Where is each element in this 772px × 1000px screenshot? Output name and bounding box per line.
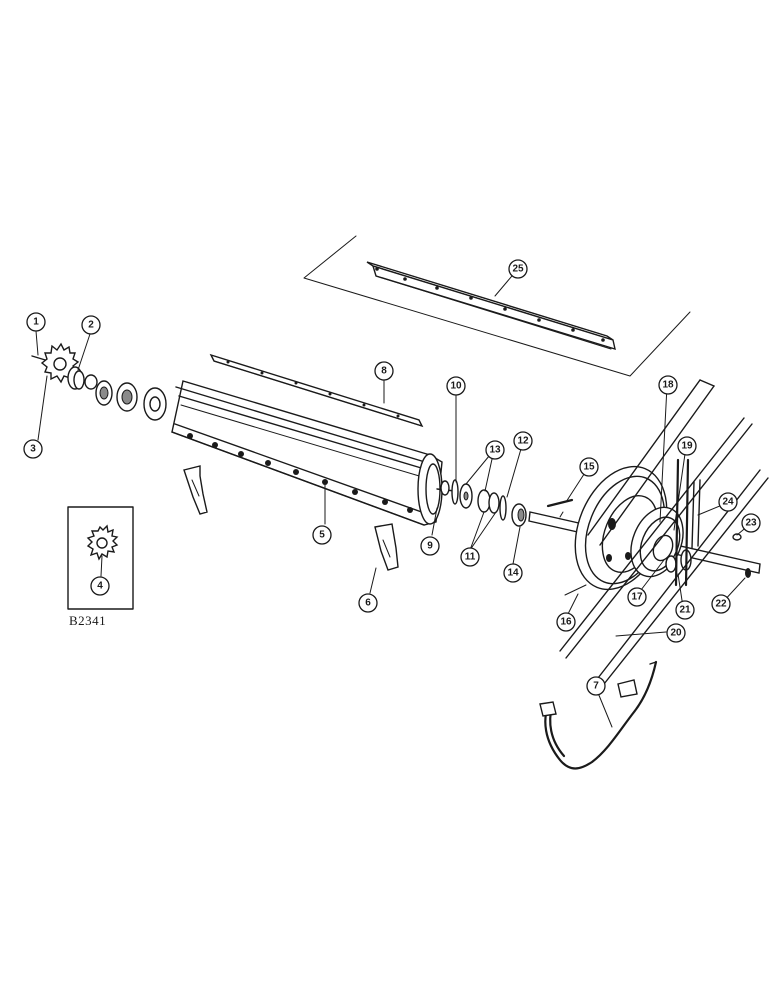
part-5-drum	[171, 380, 456, 526]
callout-14: 14	[503, 563, 523, 583]
callout-23: 23	[741, 513, 761, 533]
part-6-paddles	[183, 465, 399, 571]
callout-11: 11	[460, 547, 480, 567]
callout-label: 11	[465, 552, 476, 563]
callout-4: 4	[90, 576, 110, 596]
figure-code: B2341	[69, 613, 106, 628]
callout-label: 14	[507, 568, 519, 579]
callout-17: 17	[627, 587, 647, 607]
callout-25: 25	[508, 259, 528, 279]
callout-label: 1	[33, 317, 39, 328]
callout-label: 10	[450, 381, 462, 392]
callout-label: 9	[427, 541, 433, 552]
callout-label: 15	[583, 462, 595, 473]
callout-label: 7	[593, 681, 599, 692]
callout-16: 16	[556, 612, 576, 632]
callout-label: 18	[662, 380, 674, 391]
callout-label: 4	[97, 581, 103, 592]
callout-12: 12	[513, 431, 533, 451]
callout-label: 13	[489, 445, 501, 456]
callout-8: 8	[374, 361, 394, 381]
callout-3: 3	[23, 439, 43, 459]
center-bearings	[451, 479, 527, 527]
callout-18: 18	[658, 375, 678, 395]
callout-label: 22	[715, 599, 727, 610]
callout-label: 16	[560, 617, 572, 628]
callout-10: 10	[446, 376, 466, 396]
callout-label: 2	[88, 320, 94, 331]
callout-label: 5	[319, 530, 325, 541]
callout-label: 20	[670, 628, 682, 639]
callout-label: 6	[365, 598, 371, 609]
callout-label: 25	[512, 264, 524, 275]
inset-box	[67, 506, 134, 610]
callout-5: 5	[312, 525, 332, 545]
callout-label: 24	[722, 497, 734, 508]
callout-22: 22	[711, 594, 731, 614]
callout-20: 20	[666, 623, 686, 643]
part-7-bracket	[539, 660, 658, 770]
callout-24: 24	[718, 492, 738, 512]
part-25-strip	[303, 235, 691, 377]
callout-19: 19	[677, 436, 697, 456]
callout-label: 23	[745, 518, 757, 529]
callout-label: 12	[517, 436, 529, 447]
callout-1: 1	[26, 312, 46, 332]
callout-7: 7	[586, 676, 606, 696]
belts	[559, 379, 769, 685]
callout-2: 2	[81, 315, 101, 335]
callout-15: 15	[579, 457, 599, 477]
callout-13: 13	[485, 440, 505, 460]
part-8-strip	[209, 353, 424, 428]
callout-21: 21	[675, 600, 695, 620]
callout-6: 6	[358, 593, 378, 613]
callout-9: 9	[420, 536, 440, 556]
callout-label: 19	[681, 441, 693, 452]
sprocket-assembly	[31, 342, 167, 421]
pin-15	[546, 498, 574, 508]
callout-label: 17	[631, 592, 643, 603]
callout-label: 21	[679, 605, 691, 616]
callout-label: 8	[381, 366, 387, 377]
shaft-end-parts	[665, 533, 751, 578]
callout-label: 3	[30, 444, 36, 455]
